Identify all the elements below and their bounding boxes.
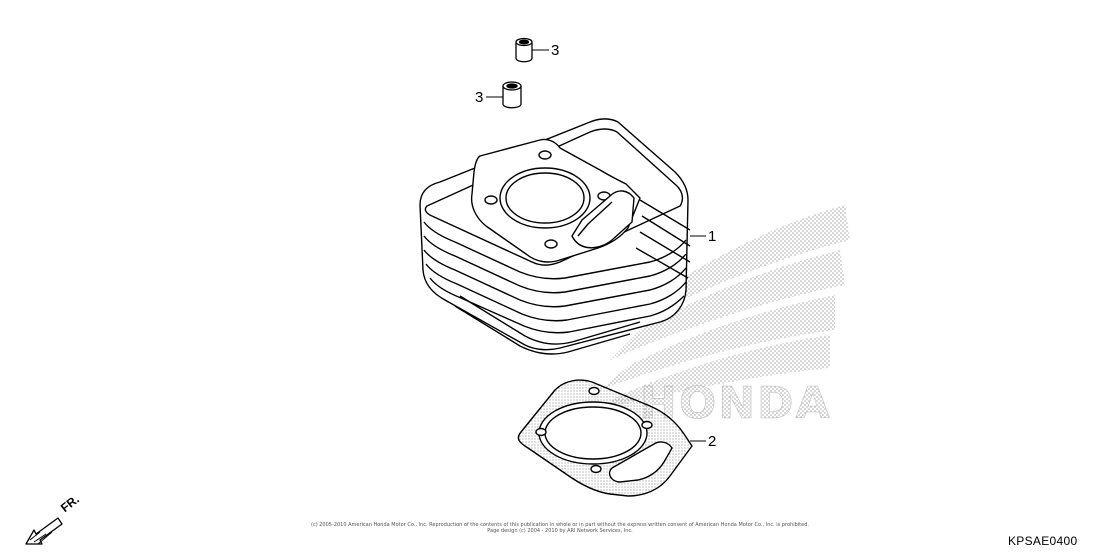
cylinder xyxy=(419,118,691,355)
honda-watermark-text: HONDA xyxy=(640,378,832,429)
front-direction-arrow-icon xyxy=(25,517,63,545)
copyright-line: (c) 2005-2010 American Honda Motor Co., … xyxy=(311,522,809,528)
diagram-code: KPSAE0400 xyxy=(1008,534,1078,548)
cylinder-base-gasket xyxy=(517,379,693,497)
copyright-notice: (c) 2005-2010 American Honda Motor Co., … xyxy=(250,522,870,534)
callout-2: 2 xyxy=(708,433,717,450)
callout-1: 1 xyxy=(708,228,717,245)
dowel-pin-upper xyxy=(515,37,533,63)
copyright-line: Page design (c) 2004 - 2010 by ARI Netwo… xyxy=(487,528,633,534)
dowel-pin-lower xyxy=(502,81,522,109)
callout-3-upper: 3 xyxy=(551,42,560,59)
callout-3-lower: 3 xyxy=(475,89,484,106)
